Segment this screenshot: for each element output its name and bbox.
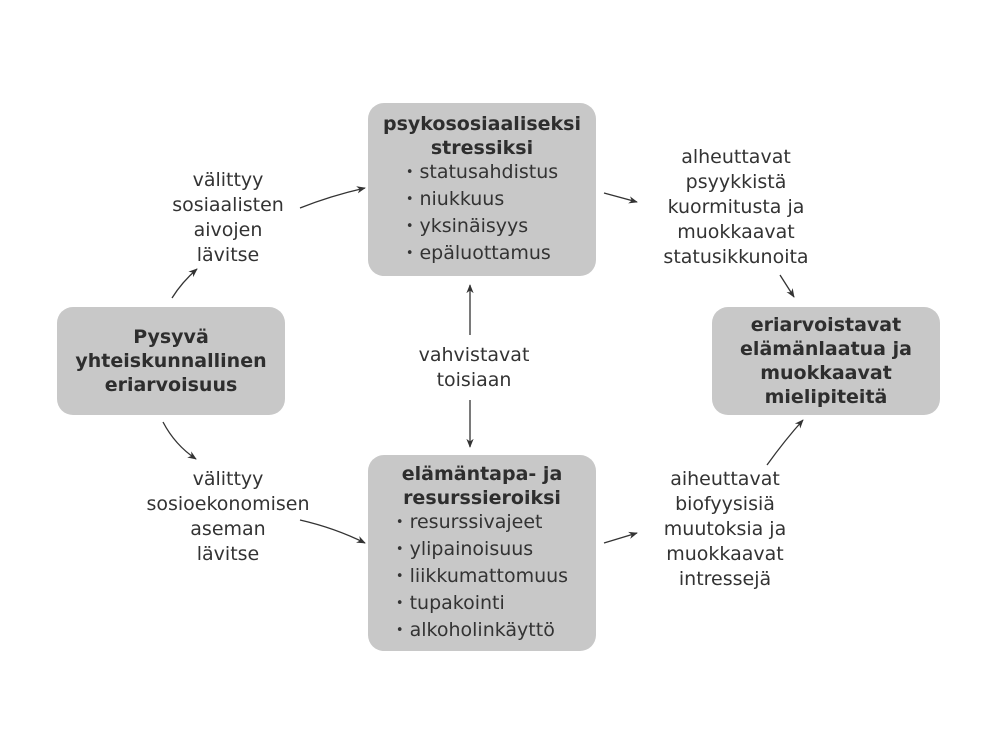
list-item: statusahdistus	[406, 160, 558, 187]
node-persistent-inequality: Pysyvä yhteiskunnallinen eriarvoisuus	[57, 307, 285, 415]
label-line: välittyy	[192, 468, 264, 490]
arrow-label-to-right-box-top	[779, 274, 795, 298]
list-item: niukkuus	[406, 187, 558, 214]
label-line: aivojen	[193, 219, 263, 241]
arrow-top-box-to-label	[603, 192, 638, 204]
node-lifestyle-resources: elämäntapa- ja resurssieroiksi resurssiv…	[368, 455, 596, 651]
node-psychosocial-stress: psykososiaaliseksi stressiksi statusahdi…	[368, 103, 596, 276]
title-line: muokkaavat	[760, 362, 892, 384]
label-line: psyykkistä	[685, 171, 787, 193]
label-line: aiheuttavat	[670, 468, 780, 490]
list-item: epäluottamus	[406, 241, 558, 268]
node-item-list: statusahdistus niukkuus yksinäisyys epäl…	[406, 160, 558, 268]
title-line: eriarvoistavat	[750, 314, 902, 336]
title-line: elämänlaatua ja	[740, 338, 912, 360]
label-line: sosioekonomisen	[146, 493, 310, 515]
list-item: yksinäisyys	[406, 214, 558, 241]
label-line: lävitse	[196, 543, 260, 565]
arrow-bottom-box-to-label	[603, 531, 638, 544]
edge-label-biophysical: aiheuttavat biofyysisiä muutoksia ja muo…	[664, 467, 786, 592]
label-line: välittyy	[192, 169, 264, 191]
title-line: resurssieroiksi	[403, 486, 561, 509]
arrow-left-to-label-bottom	[162, 421, 197, 460]
label-line: toisiaan	[436, 369, 512, 391]
edge-label-reinforce: vahvistavat toisiaan	[419, 343, 530, 393]
edge-label-social-brain: välittyy sosiaalisten aivojen lävitse	[172, 168, 284, 268]
label-line: alheuttavat	[681, 146, 791, 168]
title-line: stressiksi	[430, 136, 534, 159]
node-outcomes: eriarvoistavat elämänlaatua ja muokkaava…	[712, 307, 940, 415]
label-line: biofyysisiä	[675, 493, 775, 515]
label-line: muutoksia ja	[663, 518, 787, 540]
list-item: tupakointi	[396, 591, 568, 618]
label-line: vahvistavat	[418, 344, 530, 366]
title-line: mielipiteitä	[764, 386, 888, 408]
label-line: lävitse	[196, 244, 260, 266]
label-line: aseman	[190, 518, 266, 540]
label-line: statusikkunoita	[663, 246, 809, 268]
list-item: liikkumattomuus	[396, 564, 568, 591]
node-title: eriarvoistavat elämänlaatua ja muokkaava…	[740, 313, 912, 409]
edge-label-psychological-load: alheuttavat psyykkistä kuormitusta ja mu…	[663, 145, 808, 270]
title-line: eriarvoisuus	[104, 374, 238, 396]
arrow-label-to-right-box-bottom	[766, 419, 804, 466]
arrow-left-to-label-top	[171, 268, 198, 299]
list-item: resurssivajeet	[396, 510, 568, 537]
node-title: psykososiaaliseksi stressiksi	[383, 112, 581, 160]
label-line: kuormitusta ja	[667, 196, 805, 218]
arrow-label-to-top-box	[299, 186, 366, 209]
node-item-list: resurssivajeet ylipainoisuus liikkumatto…	[396, 510, 568, 645]
title-line: psykososiaaliseksi	[383, 112, 581, 135]
label-line: intressejä	[678, 568, 772, 590]
node-title: elämäntapa- ja resurssieroiksi	[402, 462, 563, 510]
label-line: muokkaavat	[677, 221, 795, 243]
node-title: Pysyvä yhteiskunnallinen eriarvoisuus	[75, 325, 266, 397]
label-line: sosiaalisten	[172, 194, 284, 216]
label-line: muokkaavat	[666, 543, 784, 565]
list-item: alkoholinkäyttö	[396, 618, 568, 645]
edge-label-socioeconomic: välittyy sosioekonomisen aseman lävitse	[146, 467, 309, 567]
title-line: yhteiskunnallinen	[75, 350, 267, 372]
title-line: elämäntapa- ja	[401, 462, 563, 485]
title-line: Pysyvä	[133, 326, 209, 348]
arrow-label-to-bottom-box	[299, 519, 366, 544]
list-item: ylipainoisuus	[396, 537, 568, 564]
